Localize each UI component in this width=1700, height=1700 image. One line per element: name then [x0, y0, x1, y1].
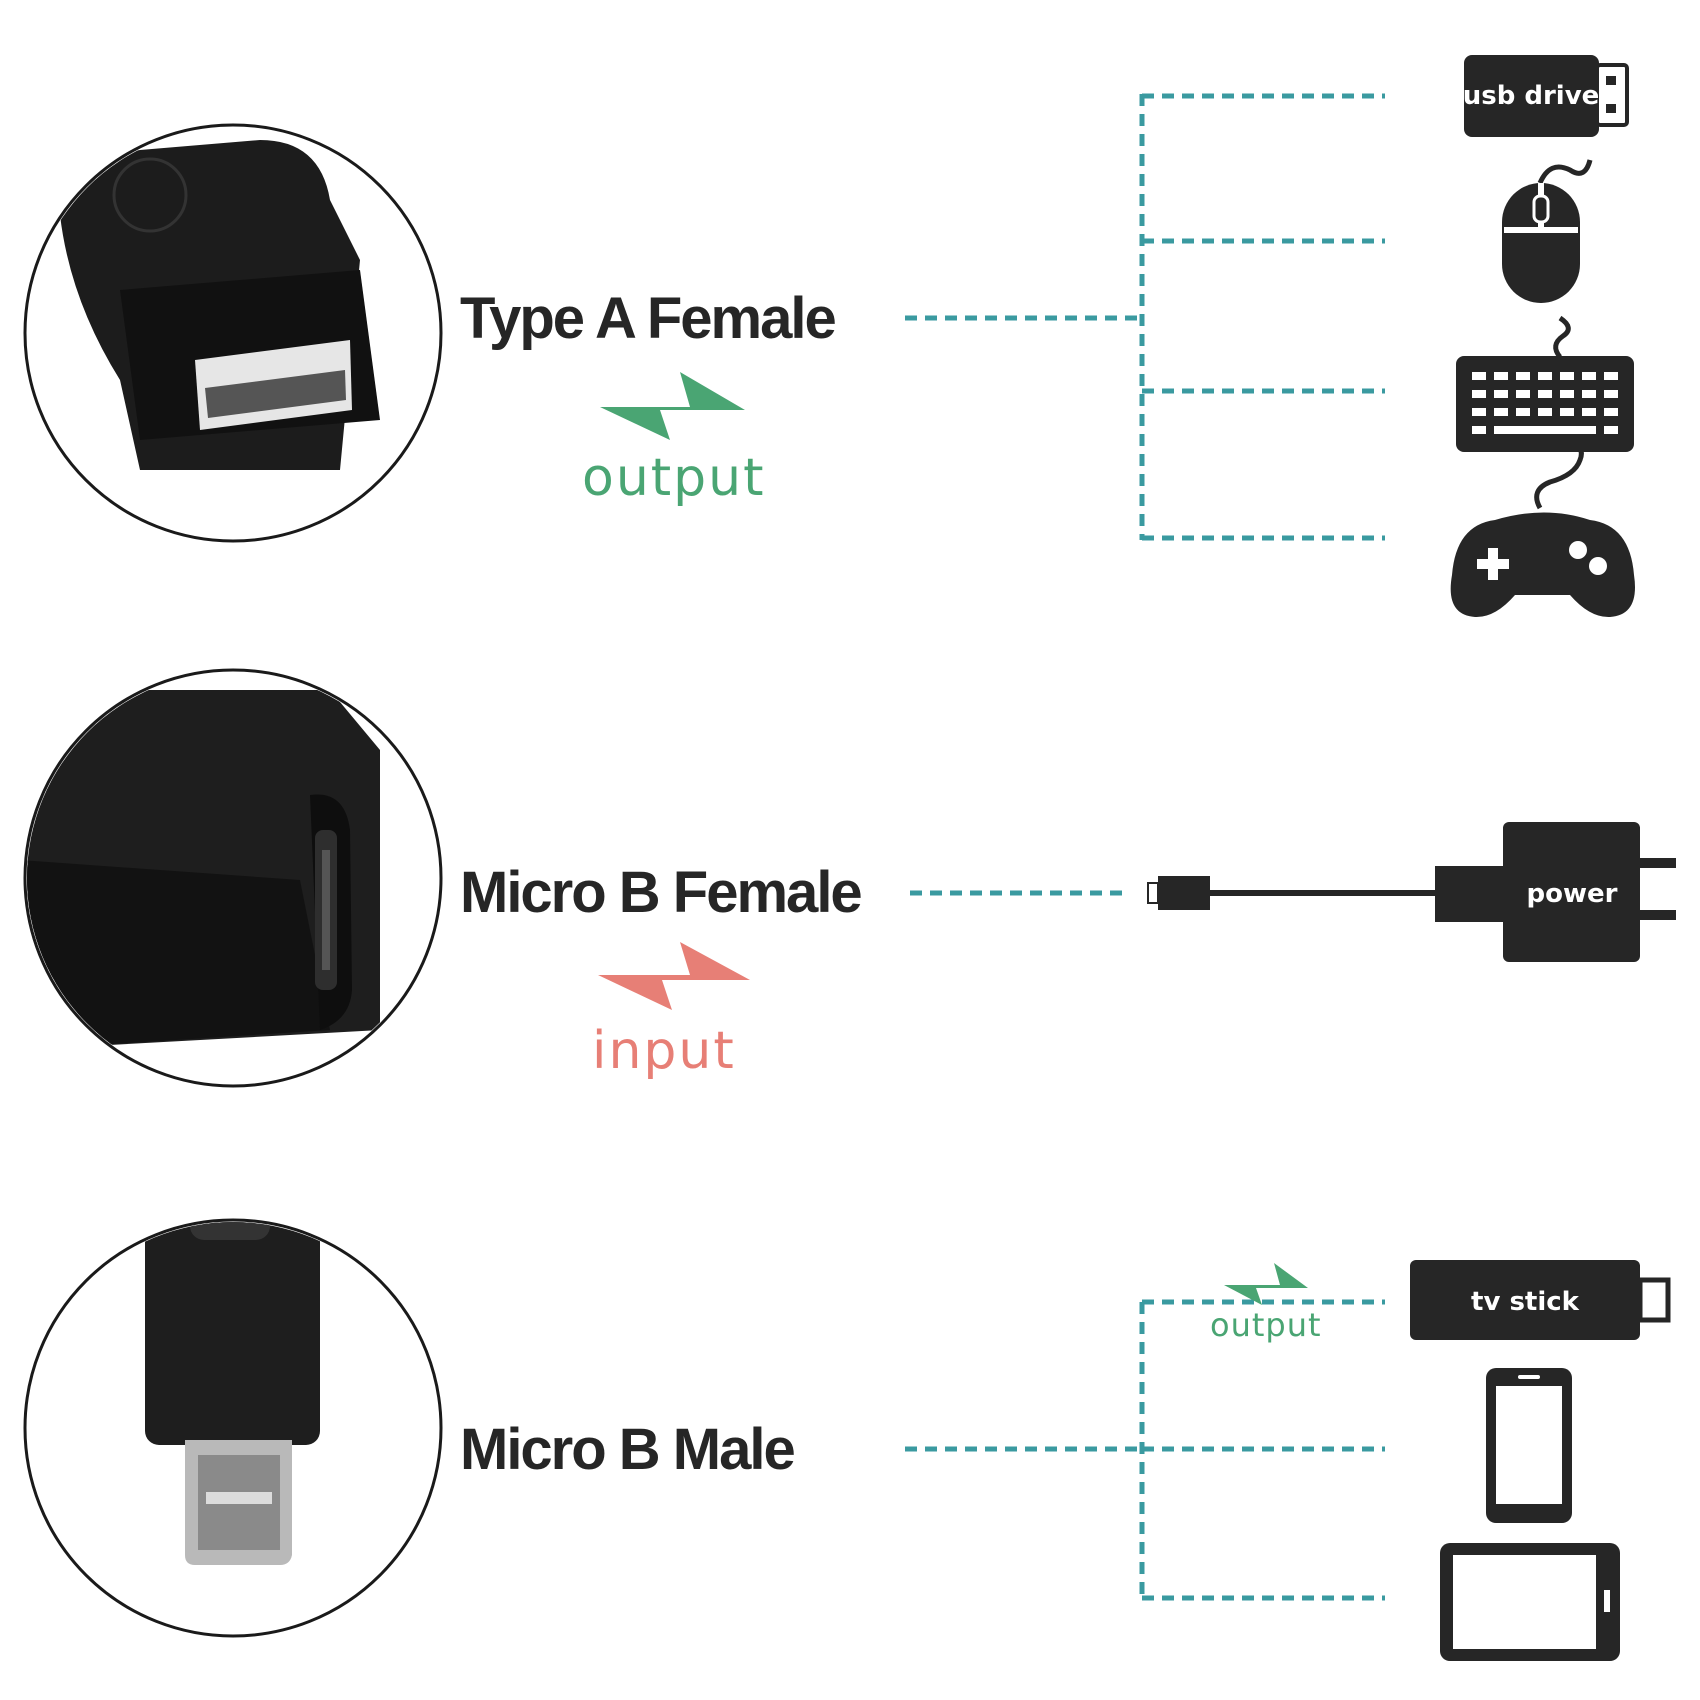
direction-label: input	[592, 1021, 736, 1081]
row-type-a-female: Type A Female output usb drive	[23, 55, 1635, 618]
smartphone-icon	[1486, 1368, 1572, 1523]
connection-lines	[905, 93, 1385, 541]
lightning-arrow-icon	[598, 942, 750, 1010]
usb-drive-icon: usb drive	[1463, 55, 1629, 137]
lightning-arrow-icon	[1224, 1263, 1308, 1305]
direction-label: output	[1210, 1306, 1322, 1344]
micro-usb-female-photo	[23, 668, 443, 1088]
connection-lines	[905, 1299, 1385, 1601]
power-adapter-icon: power	[1147, 822, 1676, 962]
tv-stick-icon: tv stick	[1410, 1260, 1671, 1340]
row-micro-b-male: Micro B Male output tv stick	[23, 1218, 1671, 1661]
direction-label: output	[582, 448, 766, 508]
row-label: Micro B Female	[460, 860, 861, 925]
lightning-arrow-icon	[600, 372, 745, 440]
device-label: usb drive	[1463, 81, 1600, 111]
row-label: Type A Female	[460, 286, 836, 351]
row-label: Micro B Male	[460, 1417, 794, 1482]
device-label: power	[1527, 879, 1618, 909]
tablet-icon	[1440, 1543, 1620, 1661]
device-label: tv stick	[1471, 1287, 1580, 1317]
micro-usb-male-photo	[23, 1218, 443, 1638]
mouse-icon	[1502, 159, 1593, 303]
keyboard-icon	[1456, 315, 1634, 452]
row-micro-b-female: Micro B Female input power	[23, 668, 1676, 1088]
usb-type-a-female-photo	[23, 123, 443, 543]
gamepad-icon	[1450, 437, 1635, 618]
